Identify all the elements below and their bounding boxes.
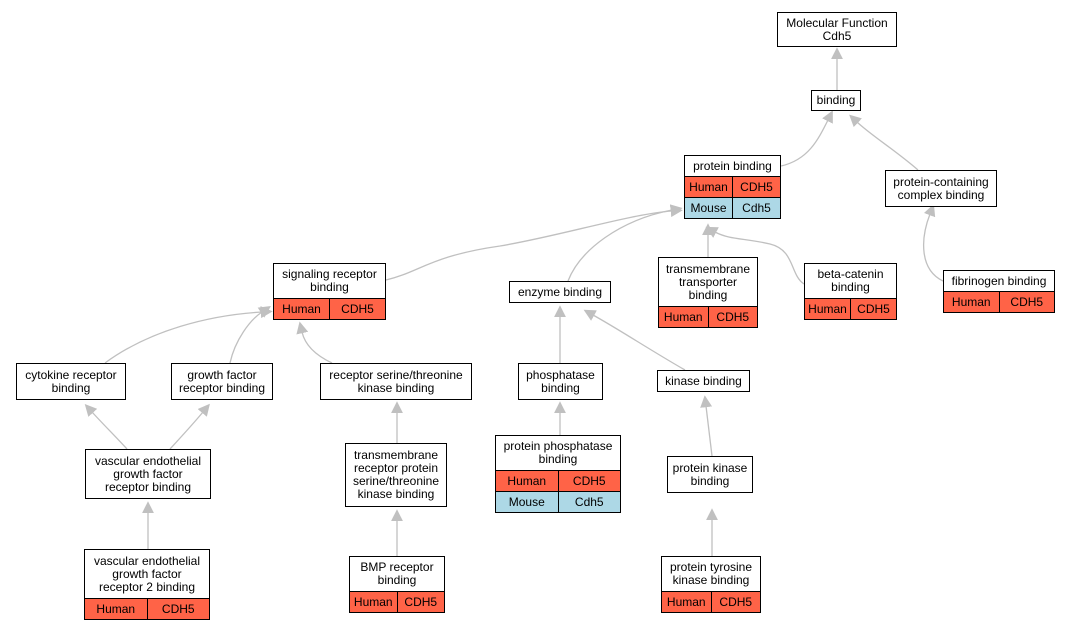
go-term-label: kinase binding bbox=[665, 373, 742, 388]
organism-cell: Human bbox=[507, 474, 547, 488]
go-term-node-kinase[interactable]: kinase binding bbox=[657, 370, 750, 392]
edge-protein-kinase-to-kinase bbox=[700, 395, 713, 457]
gene-cell: CDH5 bbox=[557, 471, 621, 491]
go-term-node-binding[interactable]: binding bbox=[811, 90, 861, 111]
organism-cell: Human bbox=[96, 602, 136, 616]
human-annotation-row: Human CDH5 bbox=[659, 306, 757, 327]
gene-cell: CDH5 bbox=[710, 592, 761, 612]
edge-fibrinogen-to-pc-complex bbox=[922, 203, 944, 282]
go-term-label: BMP receptor binding bbox=[360, 560, 434, 587]
go-term-node-rst-kinase[interactable]: receptor serine/threonine kinase binding bbox=[320, 363, 472, 400]
gene-cell: CDH5 bbox=[396, 592, 445, 612]
organism-cell: Human bbox=[666, 595, 706, 609]
human-annotation-row: Human CDH5 bbox=[685, 176, 780, 197]
go-term-node-enzyme[interactable]: enzyme binding bbox=[509, 281, 611, 303]
go-term-label: transmembrane receptor protein serine/th… bbox=[352, 448, 440, 501]
go-term-node-vegf2[interactable]: vascular endothelial growth factor recep… bbox=[84, 549, 210, 620]
human-annotation-row: Human CDH5 bbox=[944, 291, 1054, 312]
edge-growth-factor-to-signaling bbox=[229, 306, 271, 364]
go-term-label: beta-catenin binding bbox=[817, 267, 884, 294]
edge-vegf-to-growth-factor bbox=[169, 403, 210, 450]
human-annotation-row: Human CDH5 bbox=[662, 591, 760, 612]
go-term-label: Molecular Function Cdh5 bbox=[786, 15, 888, 43]
go-term-label: protein phosphatase binding bbox=[503, 439, 613, 466]
gene-cell: CDH5 bbox=[329, 299, 385, 319]
go-term-label: protein kinase binding bbox=[672, 460, 748, 488]
gene-cell: CDH5 bbox=[146, 599, 210, 619]
go-term-label: cytokine receptor binding bbox=[25, 367, 117, 395]
go-term-label: growth factor receptor binding bbox=[178, 367, 266, 395]
go-term-node-growth-factor[interactable]: growth factor receptor binding bbox=[171, 363, 273, 400]
go-term-label: transmembrane transporter binding bbox=[665, 261, 751, 302]
edge-vegf-to-cytokine bbox=[84, 404, 128, 450]
go-term-label: vascular endothelial growth factor recep… bbox=[93, 553, 201, 594]
gene-cell: CDH5 bbox=[732, 177, 780, 197]
edge-beta-catenin-to-protein-binding bbox=[705, 226, 805, 285]
organism-cell: Human bbox=[282, 302, 321, 316]
organism-cell: Human bbox=[808, 302, 847, 316]
human-annotation-row: Human CDH5 bbox=[274, 298, 385, 319]
human-annotation-row: Human CDH5 bbox=[85, 598, 209, 619]
go-term-label: receptor serine/threonine kinase binding bbox=[329, 367, 463, 395]
go-term-label: binding bbox=[816, 93, 856, 107]
human-annotation-row: Human CDH5 bbox=[496, 470, 620, 491]
organism-cell: Mouse bbox=[690, 201, 727, 215]
edge-pc-complex-to-binding bbox=[849, 114, 919, 171]
go-term-label: phosphatase binding bbox=[526, 367, 595, 395]
go-term-node-cytokine[interactable]: cytokine receptor binding bbox=[16, 363, 126, 400]
mouse-annotation-row: Mouse Cdh5 bbox=[496, 491, 620, 512]
go-term-label: enzyme binding bbox=[517, 284, 603, 299]
gene-cell: CDH5 bbox=[998, 292, 1055, 312]
edge-rst-kinase-to-signaling bbox=[296, 321, 333, 364]
go-term-node-phosphatase[interactable]: phosphatase binding bbox=[518, 363, 603, 400]
organism-cell: Human bbox=[689, 180, 728, 194]
edge-signaling-to-protein-binding bbox=[385, 205, 683, 281]
go-term-node-pc-complex[interactable]: protein-containing complex binding bbox=[885, 170, 997, 207]
gene-cell: CDH5 bbox=[707, 307, 758, 327]
go-term-node-mf[interactable]: Molecular Function Cdh5 bbox=[777, 12, 897, 47]
go-term-label: protein binding bbox=[693, 158, 772, 173]
go-term-node-tm-rst[interactable]: transmembrane receptor protein serine/th… bbox=[345, 443, 447, 507]
go-term-label: protein tyrosine kinase binding bbox=[669, 560, 753, 587]
organism-cell: Human bbox=[951, 295, 991, 309]
edge-enzyme-to-protein-binding bbox=[567, 204, 683, 282]
edge-cytokine-to-signaling bbox=[104, 306, 273, 364]
go-term-node-protein-kinase[interactable]: protein kinase binding bbox=[667, 456, 753, 493]
organism-cell: Mouse bbox=[508, 495, 545, 509]
edge-protein-binding-to-binding bbox=[780, 110, 833, 167]
gene-cell: CDH5 bbox=[850, 299, 896, 319]
go-term-label: protein-containing complex binding bbox=[893, 174, 989, 202]
organism-cell: Human bbox=[353, 595, 393, 609]
go-term-node-vegf[interactable]: vascular endothelial growth factor recep… bbox=[85, 449, 211, 499]
edge-kinase-to-enzyme bbox=[583, 309, 686, 371]
go-term-label: vascular endothelial growth factor recep… bbox=[94, 453, 202, 494]
mouse-annotation-row: Mouse Cdh5 bbox=[685, 197, 780, 218]
gene-cell: Cdh5 bbox=[557, 492, 621, 512]
go-term-label: fibrinogen binding bbox=[951, 273, 1047, 288]
organism-cell: Human bbox=[663, 310, 703, 324]
gene-cell: Cdh5 bbox=[732, 198, 780, 218]
go-term-label: signaling receptor binding bbox=[282, 267, 377, 294]
